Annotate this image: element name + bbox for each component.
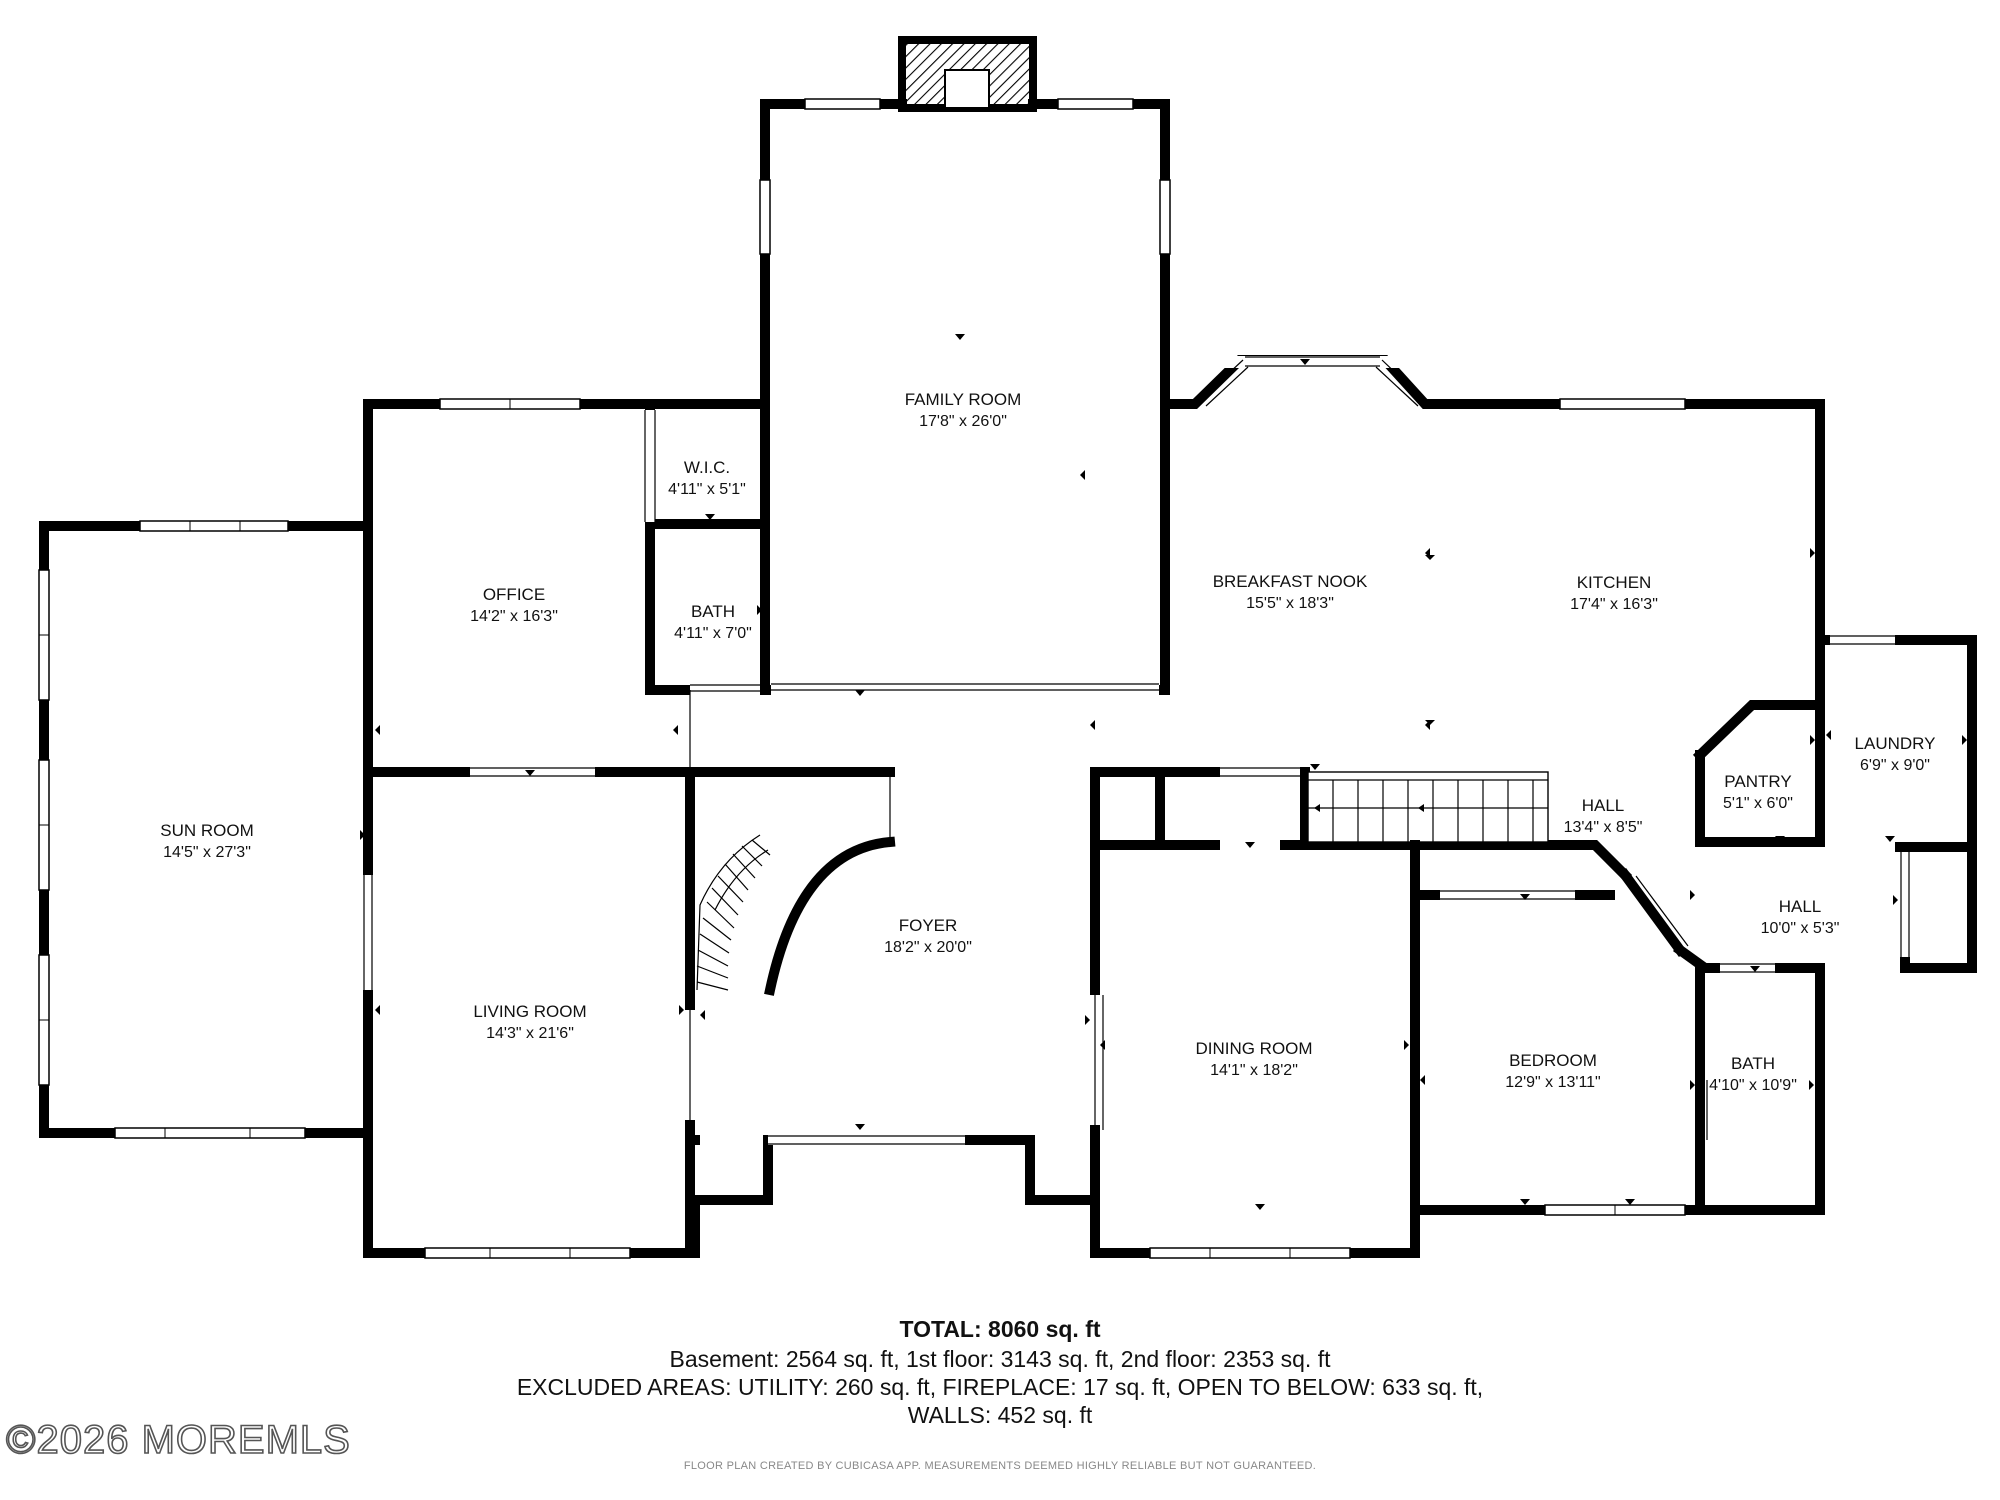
fireplace — [898, 36, 1037, 112]
room-label-bedroom: BEDROOM 12'9" x 13'11" — [1505, 1051, 1600, 1091]
room-label-office: OFFICE 14'2" x 16'3" — [470, 585, 558, 625]
svg-text:BREAKFAST NOOK: BREAKFAST NOOK — [1213, 572, 1368, 591]
svg-text:14'2" x 16'3": 14'2" x 16'3" — [470, 608, 558, 625]
svg-text:W.I.C.: W.I.C. — [684, 458, 730, 477]
foyer-walls — [685, 767, 1104, 1258]
room-label-hall-lower: HALL 10'0" x 5'3" — [1761, 897, 1840, 937]
svg-text:18'2" x 20'0": 18'2" x 20'0" — [884, 939, 972, 956]
floor-areas: Basement: 2564 sq. ft, 1st floor: 3143 s… — [669, 1346, 1331, 1372]
room-label-kitchen: KITCHEN 17'4" x 16'3" — [1570, 573, 1658, 613]
svg-text:BATH: BATH — [1731, 1054, 1775, 1073]
svg-text:HALL: HALL — [1582, 796, 1625, 815]
svg-text:BEDROOM: BEDROOM — [1509, 1051, 1597, 1070]
total-area: TOTAL: 8060 sq. ft — [899, 1316, 1101, 1342]
copyright-watermark: ©2026 MOREMLS — [5, 1417, 351, 1463]
spiral-staircase — [696, 834, 771, 991]
room-label-bath-lower: BATH 4'10" x 10'9" — [1709, 1054, 1797, 1094]
laundry-walls — [1815, 635, 1977, 973]
excluded-areas: EXCLUDED AREAS: UTILITY: 260 sq. ft, FIR… — [516, 1374, 1484, 1400]
svg-text:SUN ROOM: SUN ROOM — [160, 821, 254, 840]
svg-text:FAMILY ROOM: FAMILY ROOM — [905, 390, 1022, 409]
svg-text:OFFICE: OFFICE — [483, 585, 545, 604]
room-label-breakfast-nook: BREAKFAST NOOK 15'5" x 18'3" — [1213, 572, 1368, 612]
family-room-windows — [759, 98, 1171, 696]
room-label-pantry: PANTRY 5'1" x 6'0" — [1723, 772, 1793, 812]
room-label-living-room: LIVING ROOM 14'3" x 21'6" — [473, 1002, 586, 1042]
svg-text:LIVING ROOM: LIVING ROOM — [473, 1002, 586, 1021]
svg-text:10'0" x 5'3": 10'0" x 5'3" — [1761, 920, 1840, 937]
svg-text:5'1" x 6'0": 5'1" x 6'0" — [1723, 795, 1793, 812]
svg-text:17'4" x 16'3": 17'4" x 16'3" — [1570, 596, 1658, 613]
bedroom-walls — [1410, 890, 1825, 1216]
svg-text:17'8" x 26'0": 17'8" x 26'0" — [919, 413, 1007, 430]
svg-text:14'3" x 21'6": 14'3" x 21'6" — [486, 1025, 574, 1042]
room-label-laundry: LAUNDRY 6'9" x 9'0" — [1855, 734, 1936, 774]
svg-text:14'1" x 18'2": 14'1" x 18'2" — [1210, 1062, 1298, 1079]
svg-text:LAUNDRY: LAUNDRY — [1855, 734, 1936, 753]
svg-text:KITCHEN: KITCHEN — [1577, 573, 1652, 592]
door-markers — [360, 334, 1967, 1210]
room-label-foyer: FOYER 18'2" x 20'0" — [884, 916, 972, 956]
sun-room-walls — [38, 520, 373, 1139]
straight-staircase — [1307, 771, 1549, 843]
svg-text:15'5" x 18'3": 15'5" x 18'3" — [1246, 595, 1334, 612]
stair-hall-walls — [1090, 767, 1689, 957]
svg-text:DINING ROOM: DINING ROOM — [1195, 1039, 1312, 1058]
room-label-hall-upper: HALL 13'4" x 8'5" — [1564, 796, 1643, 836]
svg-text:4'11" x 7'0": 4'11" x 7'0" — [674, 625, 752, 642]
svg-text:PANTRY: PANTRY — [1724, 772, 1791, 791]
room-label-sun-room: SUN ROOM 14'5" x 27'3" — [160, 821, 254, 861]
svg-text:6'9" x 9'0": 6'9" x 9'0" — [1860, 757, 1930, 774]
credit-note: FLOOR PLAN CREATED BY CUBICASA APP. MEAS… — [683, 1460, 1317, 1472]
kitchen-walls — [1160, 355, 1825, 695]
room-label-wic: W.I.C. 4'11" x 5'1" — [668, 458, 746, 498]
svg-text:4'10" x 10'9": 4'10" x 10'9" — [1709, 1077, 1797, 1094]
svg-text:HALL: HALL — [1779, 897, 1822, 916]
svg-text:13'4" x 8'5": 13'4" x 8'5" — [1564, 819, 1643, 836]
svg-text:BATH: BATH — [691, 602, 735, 621]
room-label-family-room: FAMILY ROOM 17'8" x 26'0" — [905, 390, 1022, 430]
svg-text:12'9" x 13'11": 12'9" x 13'11" — [1505, 1074, 1600, 1091]
room-label-bath-upper: BATH 4'11" x 7'0" — [674, 602, 752, 642]
svg-text:FOYER: FOYER — [899, 916, 958, 935]
svg-text:14'5" x 27'3": 14'5" x 27'3" — [163, 844, 251, 861]
walls-area: WALLS: 452 sq. ft — [907, 1402, 1093, 1428]
room-label-dining-room: DINING ROOM 14'1" x 18'2" — [1195, 1039, 1312, 1079]
wic-bath-walls — [644, 399, 770, 696]
svg-text:4'11" x 5'1": 4'11" x 5'1" — [668, 481, 746, 498]
